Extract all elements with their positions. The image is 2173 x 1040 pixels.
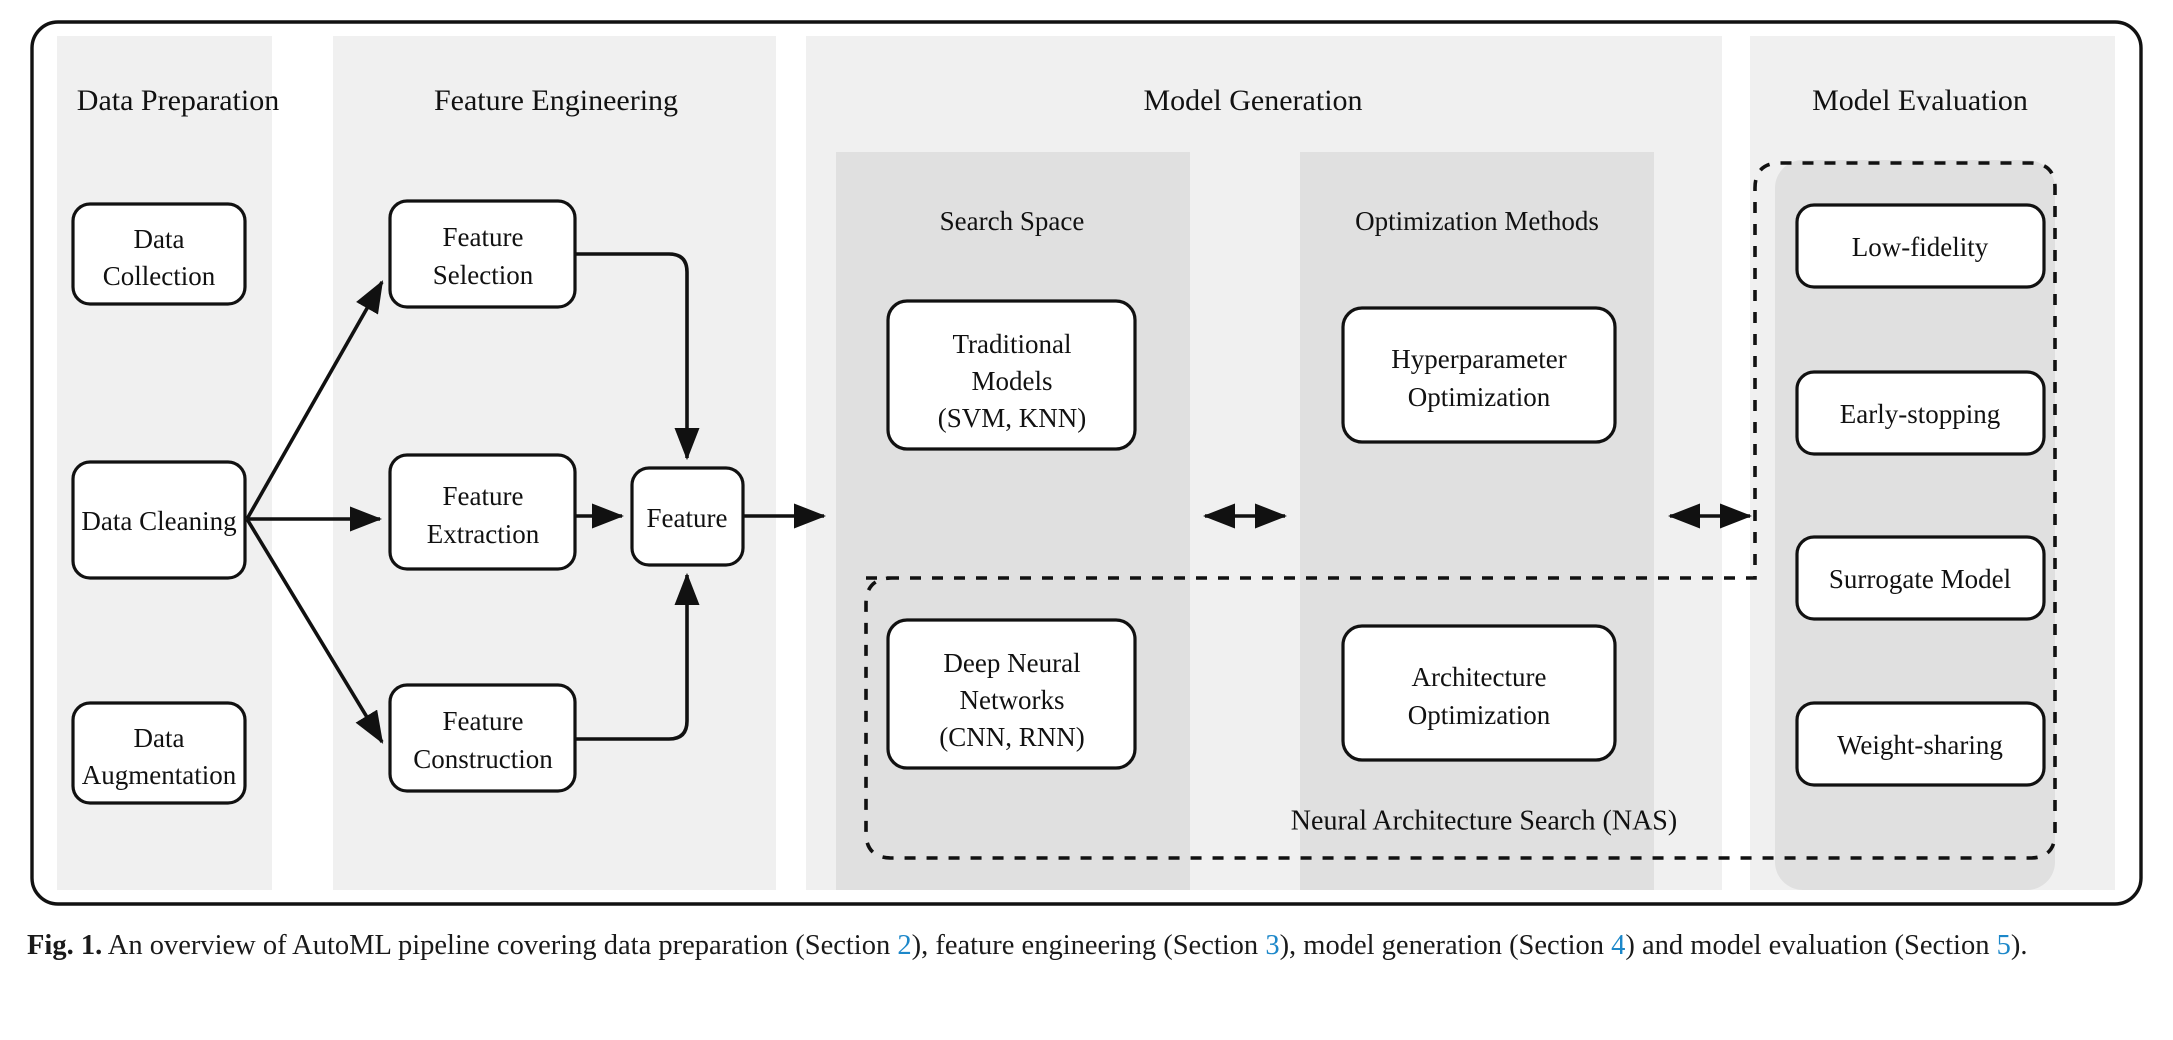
node-label-line: Feature [443,222,524,252]
node-label-line: Feature [443,481,524,511]
node-label-line: Networks [960,685,1065,715]
node-label-line: Collection [103,261,216,291]
subpanel-search-space [836,152,1190,890]
node-early-stopping[interactable]: Early-stopping [1795,370,2046,456]
caption-section-link-2[interactable]: 2 [897,930,912,961]
edge-cleaning-to-construction [245,518,384,744]
node-surrogate-model[interactable]: Surrogate Model [1795,535,2046,621]
node-feature-extraction[interactable]: Feature Extraction [388,453,577,571]
node-feature-selection[interactable]: Feature Selection [388,199,577,309]
caption-text-part1: An overview of AutoML pipeline covering … [102,930,898,961]
caption-text-part5: ). [2010,930,2028,961]
edge-selection-to-feature [575,252,700,461]
edge-cleaning-to-selection [245,280,384,520]
node-label-line: Feature [647,503,728,533]
caption-section-link-4[interactable]: 4 [1611,930,1626,961]
node-label-line: Traditional [952,329,1071,359]
column-title-feature-engineering: Feature Engineering [434,84,678,117]
node-label-line: Architecture [1412,662,1547,692]
nas-dashed-region [864,161,2057,860]
caption-figure-number: Fig. 1. [27,930,103,961]
automl-pipeline-diagram: Data Preparation Feature Engineering Mod… [30,20,2143,906]
node-label-line: Surrogate Model [1829,564,2011,594]
caption-section-link-5[interactable]: 5 [1996,930,2011,961]
caption-text-part2: ), feature engineering (Section [911,930,1266,961]
node-deep-neural-networks[interactable]: Deep Neural Networks (CNN, RNN) [886,618,1137,770]
column-title-data-preparation: Data Preparation [77,84,279,117]
node-data-cleaning[interactable]: Data Cleaning [71,460,247,580]
node-label-line: Extraction [427,519,540,549]
node-label-line: Hyperparameter [1391,344,1566,374]
column-title-model-generation: Model Generation [1143,84,1362,117]
edge-construction-to-feature [575,572,700,741]
node-data-collection[interactable]: Data Collection [71,202,247,306]
caption-section-link-3[interactable]: 3 [1265,930,1280,961]
node-label-line: Data [134,723,185,753]
node-label-line: Deep Neural [943,648,1080,678]
column-title-model-evaluation: Model Evaluation [1812,84,2028,117]
node-label-line: Optimization [1408,700,1551,730]
node-low-fidelity[interactable]: Low-fidelity [1795,203,2046,289]
node-data-augmentation[interactable]: Data Augmentation [71,701,247,805]
node-label-line: Feature [443,706,524,736]
figure-caption: Fig. 1. An overview of AutoML pipeline c… [27,926,2147,966]
subpanel-title-search-space: Search Space [940,206,1085,236]
node-feature[interactable]: Feature [630,466,745,567]
figure-outer-frame [30,20,2143,906]
node-architecture-optimization[interactable]: Architecture Optimization [1341,624,1617,762]
node-hyperparameter-optimization[interactable]: Hyperparameter Optimization [1341,306,1617,444]
node-label-line: Weight-sharing [1837,730,2003,760]
node-label-line: Construction [413,744,553,774]
nas-label: Neural Architecture Search (NAS) [1291,805,1677,836]
node-label-line: Selection [433,260,534,290]
subpanel-optimization-methods [1300,152,1654,890]
node-traditional-models[interactable]: Traditional Models (SVM, KNN) [886,299,1137,451]
caption-text-part4: ) and model evaluation (Section [1625,930,1997,961]
node-feature-construction[interactable]: Feature Construction [388,683,577,793]
caption-text-part3: ), model generation (Section [1279,930,1612,961]
node-label-line: Optimization [1408,382,1551,412]
node-label-line: Augmentation [82,760,237,790]
node-label-line: Models [972,366,1053,396]
node-label-line: (SVM, KNN) [938,403,1087,433]
subpanel-title-optimization-methods: Optimization Methods [1355,206,1599,236]
node-label-line: Early-stopping [1840,399,2000,429]
node-weight-sharing[interactable]: Weight-sharing [1795,701,2046,787]
node-label-line: Data Cleaning [81,506,236,536]
node-label-line: Low-fidelity [1852,232,1989,262]
node-label-line: (CNN, RNN) [939,722,1085,752]
node-label-line: Data [134,224,185,254]
